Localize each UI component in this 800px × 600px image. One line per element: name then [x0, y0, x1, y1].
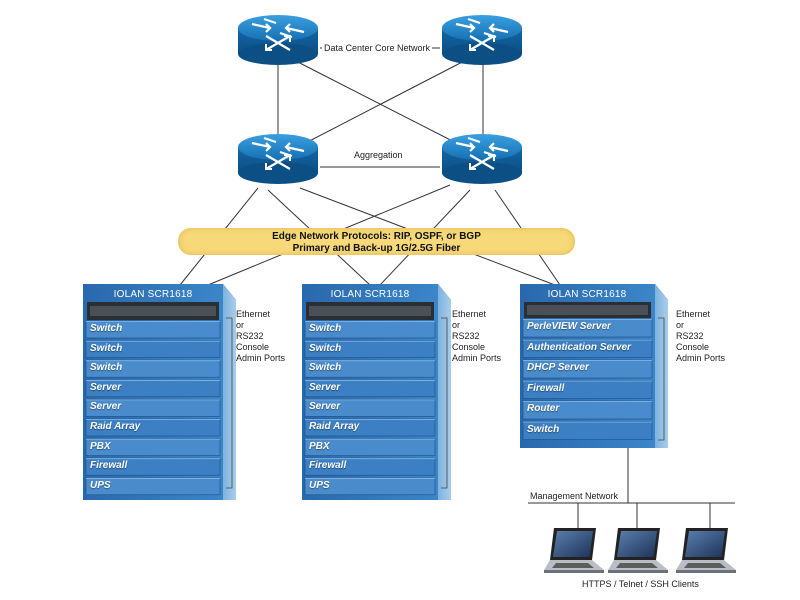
rack-slot: [85, 340, 221, 358]
rack-slot: [85, 477, 221, 496]
rack-slot: [304, 477, 436, 496]
rack-slot-label: Firewall: [527, 382, 565, 394]
rack-slot-label: PBX: [90, 440, 111, 452]
rack-slot: [85, 457, 221, 476]
ports-line: Ethernet: [236, 309, 271, 319]
rack-slot: [304, 418, 436, 437]
edge-band-line-1: Edge Network Protocols: RIP, OSPF, or BG…: [272, 231, 481, 242]
rack-slot: [304, 320, 436, 339]
rack-slot-label: DHCP Server: [527, 362, 589, 373]
rack-slot: [85, 438, 221, 456]
ports-line: Console: [452, 342, 486, 352]
edge-protocol-band: [178, 228, 575, 255]
rack-slot: [522, 318, 653, 338]
core-router-right-icon: [440, 13, 524, 67]
rack-slot: [522, 421, 653, 440]
management-network-lines: [528, 448, 735, 530]
rack-slot-label: PerleVIEW Server: [527, 321, 611, 332]
rack-slot-label: Switch: [90, 362, 123, 374]
rack-slot: [85, 359, 221, 378]
rack-slot: [522, 359, 653, 379]
ports-line: Admin Ports: [236, 353, 286, 363]
rack-slot-label: Router: [527, 403, 560, 414]
rack-slot: [522, 339, 653, 358]
laptop-icon: [544, 528, 604, 573]
rack-3-ports-label: Ethernet or RS232 Console Admin Ports: [676, 309, 725, 364]
ports-line: Console: [236, 342, 270, 352]
management-network-label: Management Network: [530, 491, 619, 501]
ports-line: RS232: [236, 331, 264, 341]
ports-line: Console: [676, 342, 710, 352]
console-cables: [226, 317, 665, 489]
rack-slot-label: Switch: [309, 323, 342, 334]
core-router-left-icon: [236, 13, 320, 67]
rack-slot: [304, 438, 436, 456]
rack-slot-label: Firewall: [90, 460, 128, 472]
ports-line: Ethernet: [452, 309, 487, 319]
rack-slot: [85, 379, 221, 398]
rack-slot: [85, 320, 221, 339]
rack-slot-label: Switch: [527, 423, 560, 435]
rack-slot: [304, 340, 436, 358]
rack-slot-label: Raid Array: [309, 421, 360, 432]
rack-slot-label: Authentication Server: [527, 341, 631, 353]
ports-line: or: [236, 320, 245, 330]
edge-band-line-2: Primary and Back-up 1G/2.5G Fiber: [292, 243, 461, 254]
rack-slot-label: PBX: [309, 440, 330, 452]
laptop-icon: [676, 528, 736, 573]
ports-line: Admin Ports: [452, 353, 502, 363]
ports-line: Ethernet: [676, 309, 711, 319]
rack-slot-label: Switch: [90, 342, 123, 354]
rack-1-title: IOLAN SCR1618: [113, 289, 193, 300]
rack-slot-label: Switch: [309, 362, 342, 374]
aggregation-router-left-icon: [236, 132, 320, 186]
rack-slot: [85, 418, 221, 437]
rack-slot-label: Switch: [90, 323, 123, 334]
rack-slot-label: Server: [309, 381, 341, 393]
rack-2-icon: [302, 284, 451, 500]
rack-1-icon: [83, 284, 236, 500]
rack-slot: [522, 380, 653, 399]
rack-1-ports-label: Ethernet or RS232 Console Admin Ports: [236, 309, 285, 364]
rack-slot-label: Server: [90, 401, 122, 413]
rack-slot-label: UPS: [90, 479, 111, 491]
rack-slot-label: Server: [90, 381, 122, 393]
aggregation-label: Aggregation: [352, 150, 405, 161]
rack-slot: [85, 399, 221, 417]
rack-slot-label: Switch: [309, 342, 342, 354]
ports-line: or: [676, 320, 685, 330]
rack-slot: [304, 457, 436, 476]
laptop-icon: [608, 528, 668, 573]
rack-slot-label: UPS: [309, 479, 330, 491]
ports-line: or: [452, 320, 461, 330]
rack-slot-label: Server: [309, 401, 341, 413]
rack-slot-label: Raid Array: [90, 421, 141, 432]
rack-slot: [304, 359, 436, 378]
rack-slot: [522, 400, 653, 420]
aggregation-router-right-icon: [440, 132, 524, 186]
rack-slot: [304, 379, 436, 398]
clients-label: HTTPS / Telnet / SSH Clients: [582, 579, 699, 589]
ports-line: Admin Ports: [676, 353, 726, 363]
ports-line: RS232: [676, 331, 704, 341]
rack-2-ports-label: Ethernet or RS232 Console Admin Ports: [452, 309, 501, 364]
rack-slot-label: Firewall: [309, 460, 347, 472]
rack-slot: [304, 399, 436, 417]
ports-line: RS232: [452, 331, 480, 341]
rack-3-title: IOLAN SCR1618: [547, 289, 627, 300]
rack-2-title: IOLAN SCR1618: [330, 289, 410, 300]
rack-3-icon: [520, 284, 668, 448]
core-network-label: Data Center Core Network: [322, 43, 433, 54]
